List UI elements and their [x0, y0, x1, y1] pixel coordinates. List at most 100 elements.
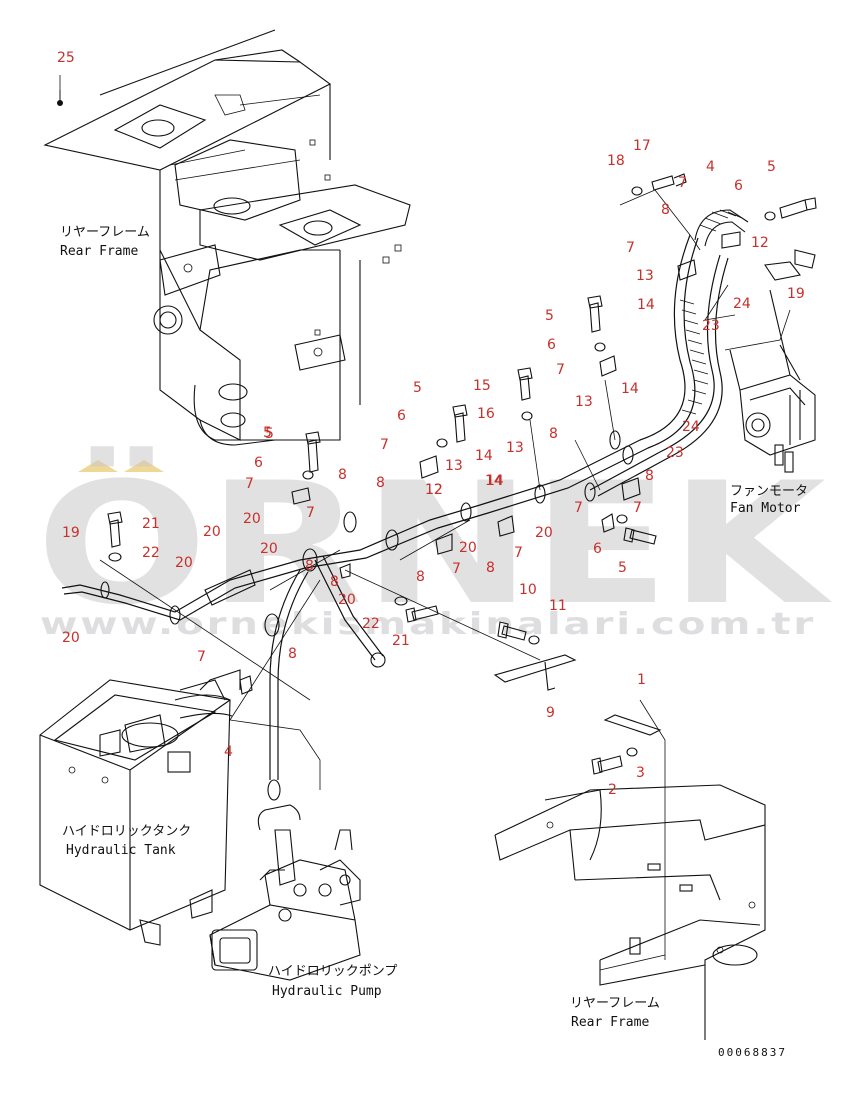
callout-label: 13	[445, 458, 463, 474]
callout-label: 19	[62, 525, 80, 541]
callout-label: 24	[682, 419, 700, 435]
callout-label: 20	[260, 541, 278, 557]
hydraulic-tank-caption-jp: ハイドロリックタンク	[62, 824, 191, 839]
fan-motor-caption-en: Fan Motor	[730, 501, 801, 516]
watermark-accent-dots	[78, 460, 164, 472]
callout-label: 13	[506, 440, 524, 456]
callout-label: 20	[175, 555, 193, 571]
callout-label: 6	[593, 541, 602, 557]
callout-label: 8	[661, 202, 670, 218]
washer-icon	[108, 186, 776, 757]
callout-label: 22	[142, 545, 160, 561]
callout-label: 5	[545, 308, 554, 324]
callout-label: 6	[734, 178, 743, 194]
callout-label: 8	[549, 426, 558, 442]
callout-label: 4	[706, 159, 715, 175]
hardware-parts	[59, 75, 817, 971]
callout-label: 13	[636, 268, 654, 284]
callout-label: 22	[362, 616, 380, 632]
callout-label: 8	[376, 475, 385, 491]
callout-label: 7	[678, 175, 687, 191]
callout-label: 7	[197, 649, 206, 665]
callout-label: 5	[767, 159, 776, 175]
callout-label: 5	[265, 426, 274, 442]
callout-label: 16	[477, 406, 495, 422]
callout-label: 12	[425, 482, 443, 498]
hydraulic-pump-caption-en: Hydraulic Pump	[272, 984, 382, 999]
callout-label: 14	[475, 448, 493, 464]
callout-label: 20	[243, 511, 261, 527]
callout-label: 1	[637, 672, 646, 688]
callout-label: 7	[245, 476, 254, 492]
rear-frame-bottom-caption-en: Rear Frame	[571, 1015, 649, 1030]
callout-label: 21	[392, 633, 410, 649]
callout-label: 7	[556, 362, 565, 378]
hydraulic-tank-drawing	[39, 669, 241, 946]
callout-label: 8	[288, 646, 297, 662]
callout-label: 12	[425, 482, 443, 498]
hydraulic-pump-caption-jp: ハイドロリックポンプ	[268, 964, 397, 979]
callout-label: 6	[547, 337, 556, 353]
callout-label: 8	[486, 560, 495, 576]
hose-clamps	[100, 430, 634, 637]
bolt-icon	[107, 173, 817, 775]
callout-label: 23	[666, 445, 684, 461]
callout-label: 20	[535, 525, 553, 541]
rear-frame-top-caption-jp: リヤーフレーム	[60, 225, 150, 240]
clip-icon	[239, 259, 697, 695]
callout-label: 8	[330, 574, 339, 590]
hose-routing	[61, 209, 749, 801]
callout-label: 14	[621, 381, 639, 397]
rear-frame-top-caption-en: Rear Frame	[60, 244, 138, 259]
hydraulic-tank-caption-en: Hydraulic Tank	[66, 843, 176, 858]
callout-label: 14	[637, 297, 655, 313]
watermark: ÖRNEK www.ornekismakinalari.com.tr	[36, 446, 833, 642]
callout-label: 8	[338, 467, 347, 483]
watermark-brand: ÖRNEK	[36, 446, 833, 642]
callout-label: 19	[787, 286, 805, 302]
callout-label: 8	[645, 468, 654, 484]
callout-label: 8	[416, 569, 425, 585]
callout-label: 20	[459, 540, 477, 556]
callout-label: 21	[142, 516, 160, 532]
bracket-icon	[204, 569, 662, 736]
document-number: 00068837	[718, 1046, 787, 1059]
callout-label: 2	[608, 782, 617, 798]
rear-frame-bottom-caption-jp: リヤーフレーム	[570, 996, 660, 1011]
callout-label: 24	[733, 296, 751, 312]
callout-label: 5	[618, 560, 627, 576]
callout-label: 20	[62, 630, 80, 646]
hydraulic-pump-drawing	[209, 804, 361, 981]
callout-label: 14	[485, 473, 503, 489]
rear-frame-top-drawing	[43, 29, 411, 446]
rear-frame-bottom-drawing	[494, 784, 766, 1040]
callout-label: 5	[413, 380, 422, 396]
callout-label: 20	[203, 524, 221, 540]
watermark-url: www.ornekismakinalari.com.tr	[40, 607, 816, 642]
callout-label: 7	[452, 561, 461, 577]
callout-label: 25	[57, 50, 75, 66]
callout-label: 4	[224, 744, 233, 760]
callout-label: 6	[254, 455, 263, 471]
callout-label: 8	[305, 558, 314, 574]
callout-label: 7	[306, 505, 315, 521]
callout-label: 3	[636, 765, 645, 781]
callout-label: 7	[633, 500, 642, 516]
callout-label: 14	[486, 473, 504, 489]
callout-labels: 25 17 18 7 4 5 6 8 12 7 13 24 19 14 23 5…	[57, 50, 805, 798]
callout-label: 10	[519, 582, 537, 598]
callout-label: 18	[607, 153, 625, 169]
callout-label: 11	[549, 598, 567, 614]
callout-label: 7	[514, 545, 523, 561]
callout-label: 20	[338, 592, 356, 608]
fan-motor-drawing	[721, 231, 816, 473]
callout-label: 15	[473, 378, 491, 394]
callout-label: 12	[751, 235, 769, 251]
callout-label: 7	[380, 437, 389, 453]
callout-label: 9	[546, 705, 555, 721]
callout-label: 7	[626, 240, 635, 256]
fan-motor-caption-jp: ファンモータ	[730, 484, 808, 499]
callout-label: 17	[633, 138, 651, 154]
